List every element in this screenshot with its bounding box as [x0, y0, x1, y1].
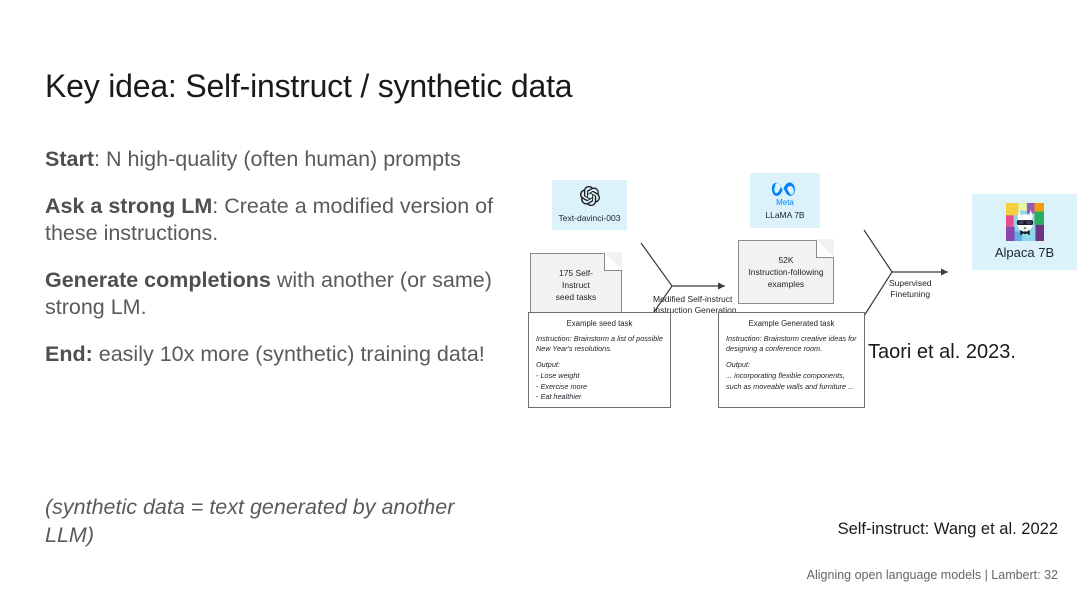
example-output-label: Output: [536, 359, 560, 369]
edge-label-supervised-finetuning: Supervised Finetuning [889, 278, 932, 301]
openai-logo-icon [579, 186, 600, 209]
example-output-item: - Eat healthier [536, 391, 582, 401]
list-item: Ask a strong LM: Create a modified versi… [45, 193, 500, 248]
node-label: Text-davinci-003 [558, 213, 621, 223]
example-title: Example Generated task [748, 319, 835, 328]
bullet-sep: : [93, 147, 106, 171]
bullet-lead: Generate completions [45, 267, 271, 292]
bullet-body: easily 10x more (synthetic) training dat… [98, 341, 485, 366]
node-label: Alpaca 7B [994, 244, 1055, 260]
citation-taori: Taori et al. 2023. [868, 341, 1016, 363]
page-fold-corner [604, 252, 622, 271]
node-label-line: Instruction-following [748, 266, 824, 277]
bullet-list: Start: N high-quality (often human) prom… [45, 146, 500, 387]
example-title: Example seed task [566, 319, 633, 328]
example-generated-task-box: Example Generated task Instruction: Brai… [718, 312, 865, 408]
example-seed-task-box: Example seed task Instruction: Brainstor… [528, 312, 671, 408]
example-output-item: - Exercise more [536, 381, 588, 391]
synthetic-data-note: (synthetic data = text generated by anot… [45, 495, 455, 547]
list-item: End: easily 10x more (synthetic) trainin… [45, 341, 500, 369]
edge-label-line: Instruction Generation [653, 305, 737, 316]
page-title: Key idea: Self-instruct / synthetic data [45, 68, 573, 104]
bullet-lead: Ask a strong LM [45, 193, 213, 218]
bullet-lead: Start [45, 147, 94, 171]
node-text-davinci-003[interactable]: Text-davinci-003 [552, 180, 627, 230]
diagram-connectors [640, 229, 948, 332]
list-item: Start: N high-quality (often human) prom… [45, 146, 500, 174]
example-output-label: Output: [726, 359, 750, 369]
alpaca-llama-image [1005, 202, 1044, 241]
edge-label-modified-self-instruct: Modified Self-instruct Instruction Gener… [653, 294, 737, 317]
bullet-body: N high-quality (often human) prompts [105, 147, 461, 171]
example-output-text: ... incorporating flexible components, s… [726, 371, 855, 391]
pipeline-diagram: Text-davinci-003 175 Self- Instruct seed… [520, 168, 1080, 428]
example-output-item: - Lose weight [536, 371, 580, 381]
edge-label-line: Finetuning [890, 289, 931, 300]
page-fold-corner [816, 239, 834, 258]
edge-label-line: Supervised [889, 278, 932, 288]
example-instruction: Instruction: Brainstorm creative ideas f… [726, 334, 857, 354]
node-label: LLaMA 7B [765, 209, 805, 220]
node-52k-examples[interactable]: 52K Instruction-following examples [738, 239, 834, 304]
node-label-line: Instruct [562, 279, 590, 290]
meta-logo-icon [770, 181, 800, 198]
bullet-sep: : [212, 193, 225, 218]
bullet-lead: End: [45, 341, 93, 366]
node-brand: Meta [776, 197, 794, 207]
node-label-line: 52K [778, 254, 794, 265]
example-instruction: Instruction: Brainstorm a list of possib… [536, 334, 663, 354]
node-label-line: 175 Self- [558, 267, 593, 278]
node-alpaca-7b[interactable]: Alpaca 7B [972, 194, 1077, 270]
bullet-body: Create a modified version of these instr… [45, 193, 494, 246]
citation-wang: Self-instruct: Wang et al. 2022 [837, 520, 1058, 538]
node-175-seed-tasks[interactable]: 175 Self- Instruct seed tasks [530, 252, 622, 317]
edge-label-line: Modified Self-instruct [653, 294, 733, 304]
bullet-body: with another (or same) strong LM. [45, 267, 492, 320]
slide-footer: Aligning open language models | Lambert:… [806, 568, 1058, 582]
node-label-line: seed tasks [555, 292, 597, 303]
node-llama-7b[interactable]: Meta LLaMA 7B [750, 173, 820, 228]
list-item: Generate completions with another (or sa… [45, 267, 500, 322]
node-label-line: examples [767, 279, 805, 290]
